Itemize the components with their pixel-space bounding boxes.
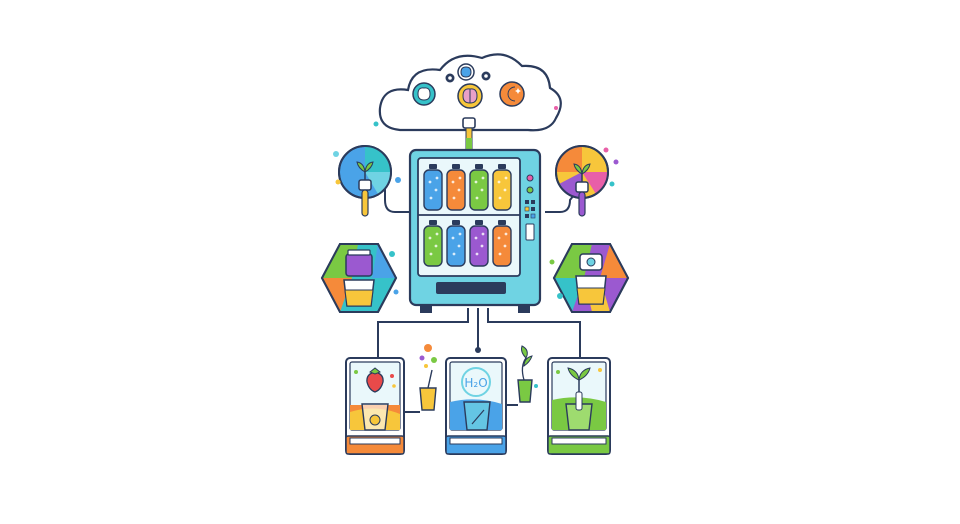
connector-machine-left-station: [377, 308, 469, 358]
station-green: [547, 357, 611, 455]
moon-star-icon: [499, 81, 525, 107]
dispense-slot: [436, 282, 506, 294]
strawberry-icon: [366, 367, 384, 393]
right-dial: [555, 145, 619, 217]
glass-icon: [361, 403, 389, 431]
connector-machine-right-dial: [545, 189, 579, 213]
left-dial: [333, 145, 401, 217]
bottle-orange: [492, 220, 512, 267]
bottle-green: [423, 220, 443, 267]
machine-leg-left: [420, 305, 432, 313]
machine-leg-right: [518, 305, 530, 313]
glass-icon: [463, 401, 491, 431]
glass-icon: [343, 279, 375, 307]
brain-top-icon: [457, 63, 475, 81]
station-fruit: [345, 344, 437, 455]
jar-icon: [345, 249, 373, 277]
bottle-row-top: [423, 164, 512, 211]
connector-lines: [377, 188, 581, 413]
gear-icon: [445, 71, 491, 83]
brain-leaf-icon: [412, 82, 436, 106]
bottle-green: [469, 164, 489, 211]
bottle-row-bottom: [423, 220, 512, 267]
bottle-blue: [423, 164, 443, 211]
plant-sprout-icon: [356, 161, 374, 180]
side-cup-fruit: [419, 344, 437, 411]
station-water: H₂O: [445, 345, 538, 455]
connector-machine-left-dial: [384, 188, 410, 213]
right-hexagon-panel: [549, 243, 630, 313]
jar-icon: [579, 253, 603, 271]
vending-machine: [408, 148, 542, 313]
seedling-icon: [567, 367, 591, 392]
glass-icon: [575, 275, 607, 305]
bottle-purple: [469, 220, 489, 267]
plant-sprout-icon: [573, 163, 591, 182]
left-hexagon-panel: [320, 243, 399, 313]
water-formula-label: H₂O: [464, 376, 487, 390]
glass-icon: [565, 391, 593, 431]
connector-machine-right-station: [487, 308, 581, 358]
bottle-orange: [446, 164, 466, 211]
bottle-blue: [446, 220, 466, 267]
junction-dot: [475, 347, 481, 353]
bottle-yellow: [492, 164, 512, 211]
cloud-tap: [462, 117, 476, 151]
water-molecule-icon: H₂O: [461, 367, 491, 397]
thought-cloud: [373, 53, 562, 151]
side-cup-mint: [517, 345, 538, 403]
brain-icon: [457, 83, 483, 109]
control-panel: [524, 174, 536, 241]
